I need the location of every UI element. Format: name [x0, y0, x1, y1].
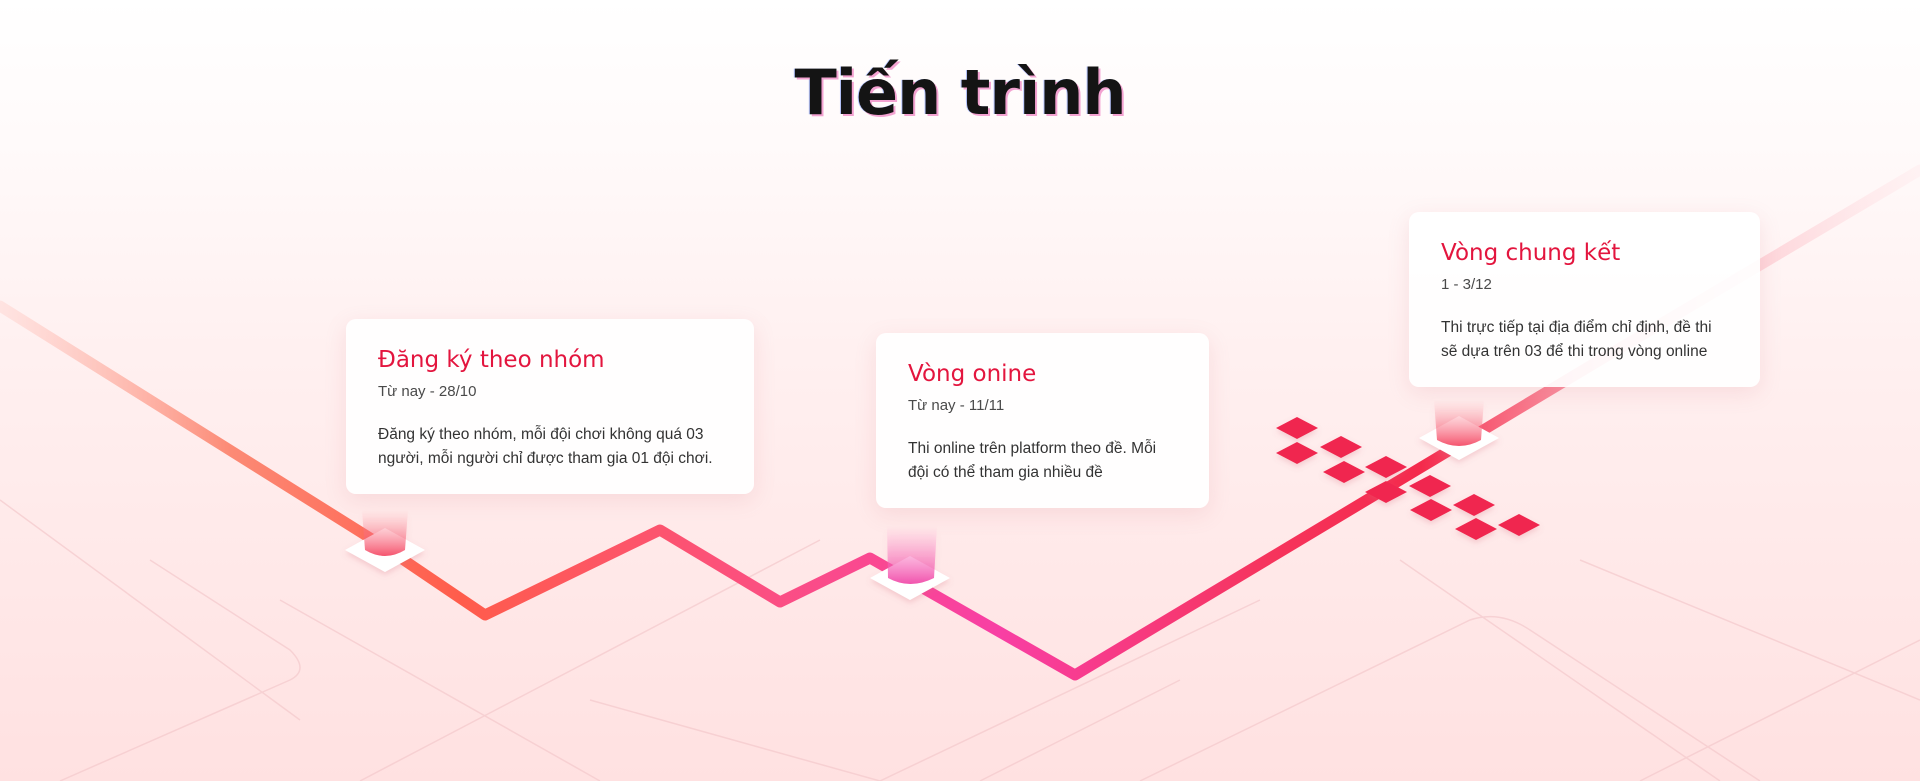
milestone-date: Từ nay - 11/11 — [908, 396, 1005, 414]
milestone-title: Đăng ký theo nhóm — [378, 347, 605, 373]
milestone-marker-1 — [345, 510, 425, 572]
milestone-date: Từ nay - 28/10 — [378, 382, 477, 400]
milestone-description: Thi online trên platform theo đề. Mỗi độ… — [908, 439, 1157, 481]
milestone-marker-2 — [870, 526, 950, 600]
timeline-path — [0, 164, 1920, 681]
milestone-date: 1 - 3/12 — [1441, 275, 1492, 293]
milestone-marker-3 — [1419, 400, 1499, 460]
milestone-card-registration: Đăng ký theo nhóm Từ nay - 28/10 Đăng ký… — [346, 319, 754, 494]
milestone-card-online-round: Vòng onine Từ nay - 11/11 Thi online trê… — [876, 333, 1209, 508]
milestone-title: Vòng onine — [908, 361, 1037, 387]
milestone-description: Đăng ký theo nhóm, mỗi đội chơi không qu… — [378, 425, 713, 467]
pixel-diamonds — [1276, 417, 1540, 540]
milestone-description: Thi trực tiếp tại địa điểm chỉ định, đề … — [1441, 318, 1712, 360]
milestone-card-final-round: Vòng chung kết 1 - 3/12 Thi trực tiếp tạ… — [1409, 212, 1760, 387]
background-lines — [0, 499, 1920, 781]
section-title: Tiến trình — [794, 56, 1126, 129]
milestone-title: Vòng chung kết — [1441, 240, 1621, 266]
